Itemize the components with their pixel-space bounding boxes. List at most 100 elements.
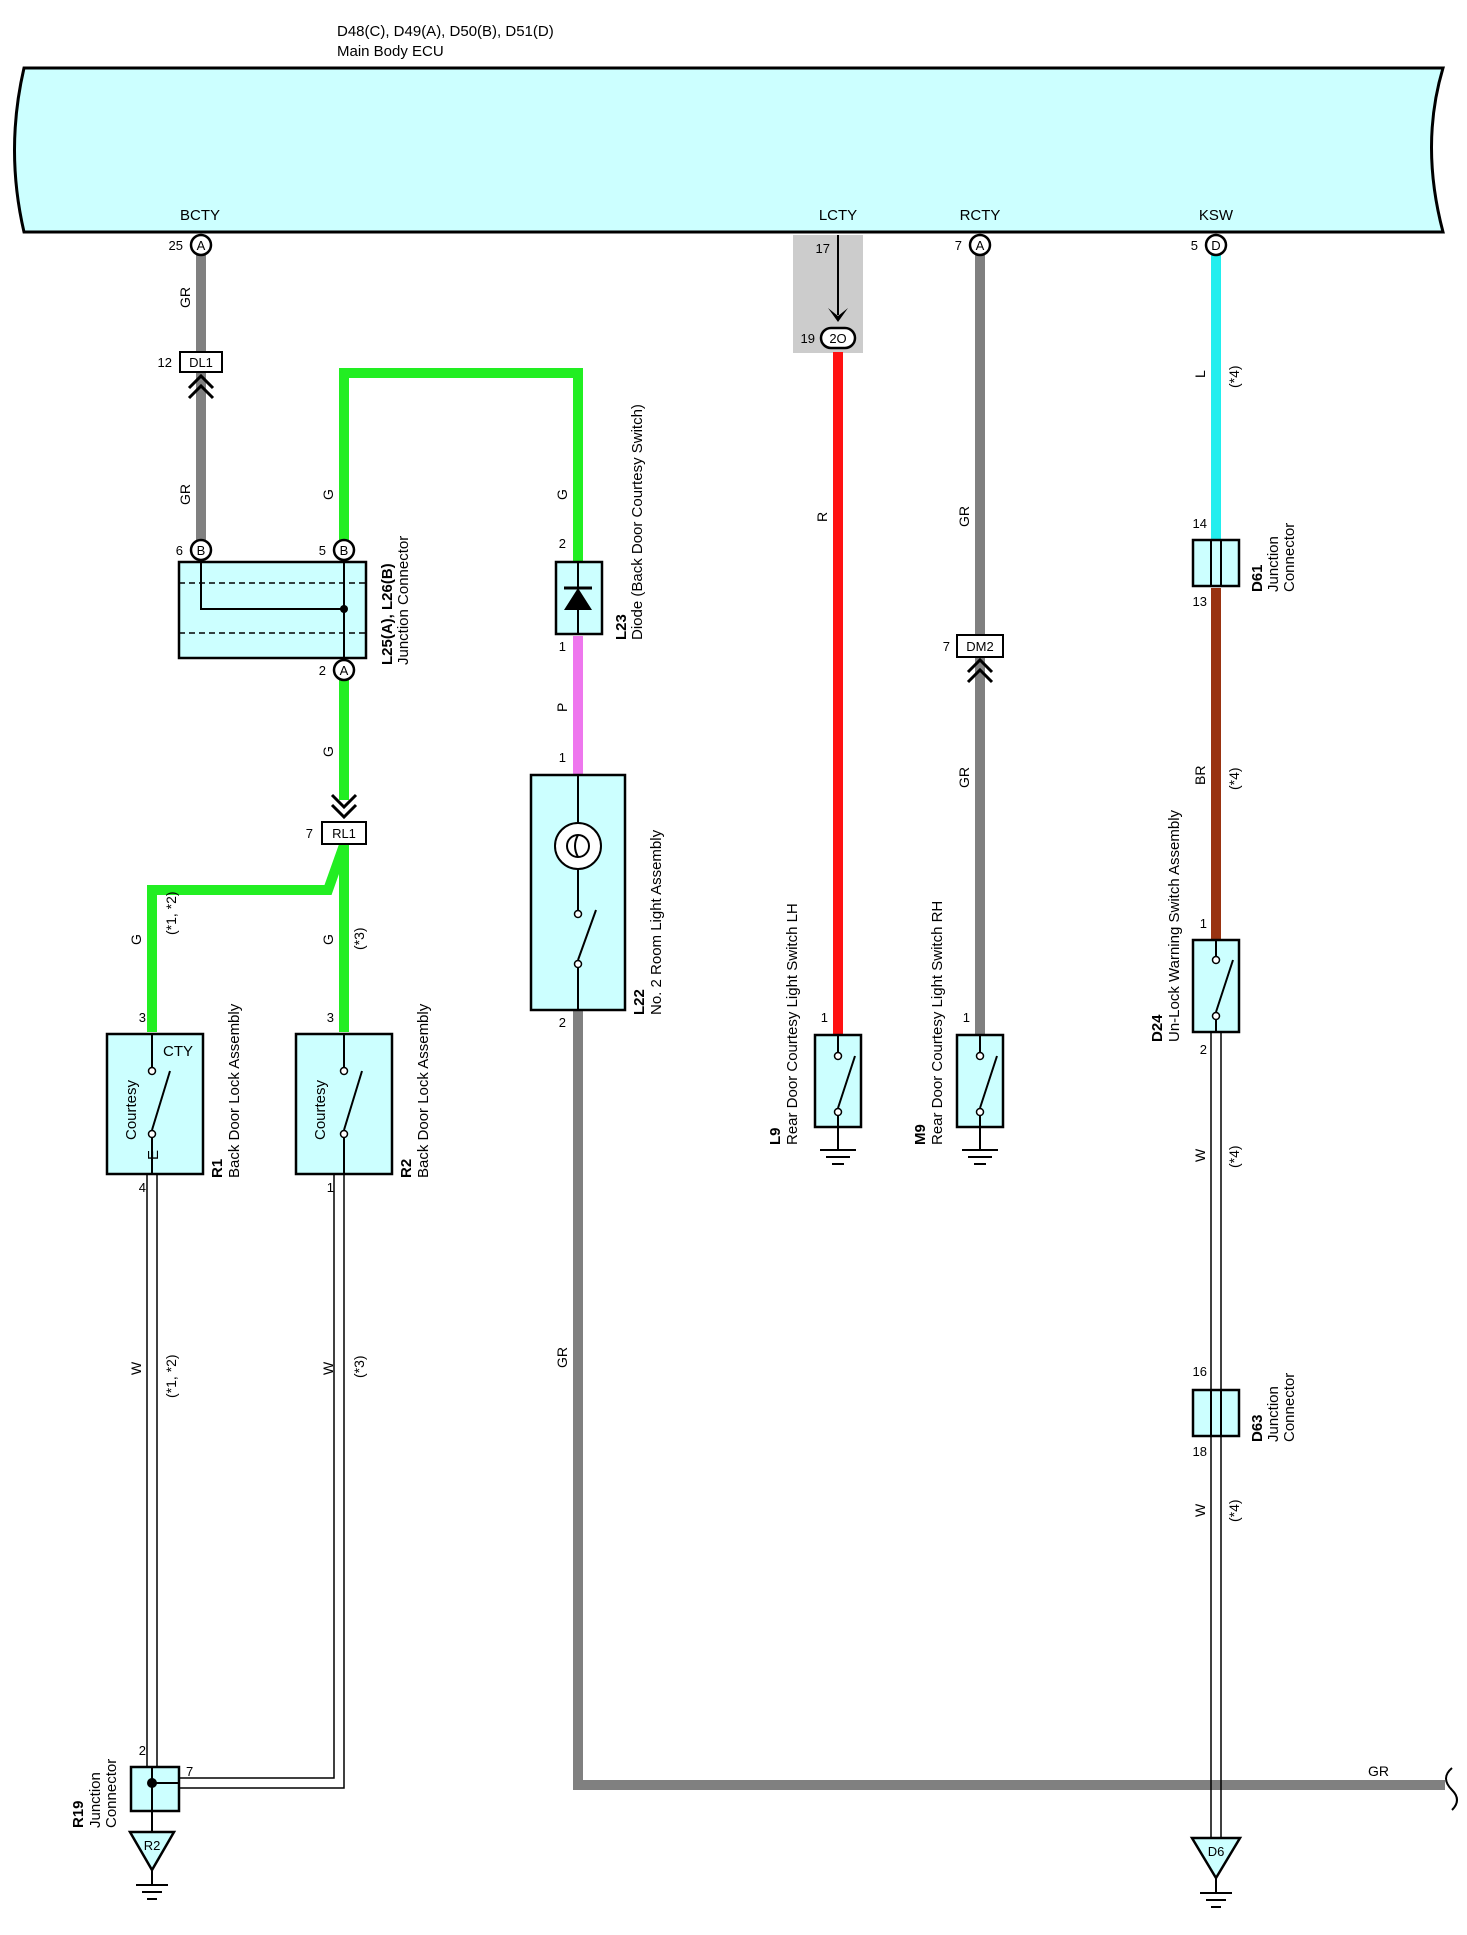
svg-text:3: 3 <box>327 1010 334 1025</box>
svg-text:Junction: Junction <box>1265 536 1282 592</box>
svg-text:2: 2 <box>559 1015 566 1030</box>
svg-text:Junction: Junction <box>1265 1386 1282 1442</box>
label-note-12-a: (*1, *2) <box>163 891 179 935</box>
lock-r2: 3 Courtesy 1 R2 Back Door Lock Assembly <box>294 1003 432 1195</box>
label-r: R <box>814 512 830 522</box>
switch-l9: 1 L9 Rear Door Courtesy Light Switch LH <box>767 903 863 1165</box>
label-br: BR <box>1192 766 1208 785</box>
ecu-connectors-label: D48(C), D49(A), D50(B), D51(D) <box>337 23 554 40</box>
svg-text:Connector: Connector <box>1281 1373 1298 1442</box>
connector-dl1: DL1 12 <box>158 351 223 400</box>
svg-text:3: 3 <box>139 1010 146 1025</box>
svg-text:B: B <box>197 543 206 558</box>
svg-text:4: 4 <box>139 1180 146 1195</box>
main-body-ecu-box <box>13 66 1446 234</box>
diode-l23-name: Diode (Back Door Courtesy Switch) <box>629 404 646 640</box>
label-note-3-a: (*3) <box>351 927 367 950</box>
svg-text:7: 7 <box>306 826 313 841</box>
svg-text:Connector: Connector <box>103 1759 120 1828</box>
lock-r1-id: R1 <box>209 1159 226 1178</box>
junction-l25-id: L25(A), L26(B) <box>379 563 396 665</box>
label-g-3: G <box>320 746 336 757</box>
label-w-3: W <box>128 1361 144 1375</box>
ground-r2: R2 <box>127 1830 177 1900</box>
room-light-l22-name: No. 2 Room Light Assembly <box>648 829 665 1015</box>
svg-text:5: 5 <box>1191 238 1198 253</box>
switch-m9: 1 M9 Rear Door Courtesy Light Switch RH <box>912 901 1005 1165</box>
svg-text:Courtesy: Courtesy <box>312 1079 329 1140</box>
svg-text:7: 7 <box>955 238 962 253</box>
switch-d24-id: D24 <box>1149 1014 1166 1042</box>
switch-d24: 1 2 D24 Un-Lock Warning Switch Assembly <box>1149 809 1241 1057</box>
junction-d63-id: D63 <box>1249 1414 1266 1442</box>
svg-text:RL1: RL1 <box>332 826 356 841</box>
wire-gr-bottom <box>573 1010 1445 1790</box>
label-g-5: G <box>320 934 336 945</box>
switch-l9-name: Rear Door Courtesy Light Switch LH <box>784 903 801 1145</box>
label-gr-6: GR <box>1368 1763 1389 1779</box>
label-g-2: G <box>554 489 570 500</box>
svg-text:Junction: Junction <box>87 1772 104 1828</box>
svg-text:7: 7 <box>943 639 950 654</box>
label-l: L <box>1192 370 1208 378</box>
terminal-rcty-label: RCTY <box>960 207 1001 224</box>
wire-labels: GR GR G G G G (*1, *2) G (*3) P R GR GR … <box>128 287 1389 1779</box>
svg-text:1: 1 <box>559 750 566 765</box>
switch-d24-name: Un-Lock Warning Switch Assembly <box>1166 809 1183 1042</box>
switch-m9-name: Rear Door Courtesy Light Switch RH <box>929 901 946 1145</box>
label-note-4-c: (*4) <box>1226 1145 1242 1168</box>
ecu-pin-bcty: A 25 <box>169 233 213 257</box>
svg-text:12: 12 <box>158 355 172 370</box>
ecu-pin-lcty: 17 <box>816 241 848 322</box>
svg-text:13: 13 <box>1193 594 1207 609</box>
svg-text:2: 2 <box>139 1743 146 1758</box>
wire-w-r2 <box>179 1175 345 1789</box>
svg-text:25: 25 <box>169 238 183 253</box>
svg-text:DL1: DL1 <box>189 355 213 370</box>
diode-l23-id: L23 <box>613 614 630 640</box>
label-note-3-b: (*3) <box>351 1355 367 1378</box>
switch-m9-id: M9 <box>912 1124 929 1145</box>
svg-text:7: 7 <box>186 1764 193 1779</box>
junction-l25: B 6 B 5 A 2 L25(A), L26(B) Junction Conn… <box>176 536 412 682</box>
wire-continuation-mark <box>1445 1767 1458 1811</box>
junction-l25-name: Junction Connector <box>395 536 412 665</box>
junction-d63: 16 18 D63 Junction Connector <box>1191 1364 1298 1459</box>
label-p: P <box>554 703 570 712</box>
lock-r1-name: Back Door Lock Assembly <box>226 1003 243 1178</box>
svg-text:2: 2 <box>319 663 326 678</box>
svg-text:1: 1 <box>1200 916 1207 931</box>
junction-r19-id: R19 <box>70 1800 87 1828</box>
switch-l9-id: L9 <box>767 1127 784 1145</box>
svg-text:1: 1 <box>963 1010 970 1025</box>
ecu-pin-rcty: A 7 <box>955 233 992 257</box>
svg-text:Connector: Connector <box>1281 523 1298 592</box>
room-light-l22: 1 2 L22 No. 2 Room Light Assembly <box>529 750 665 1030</box>
svg-text:5: 5 <box>319 543 326 558</box>
svg-text:2O: 2O <box>829 331 846 346</box>
terminal-ksw-label: KSW <box>1199 207 1234 224</box>
label-w-4: W <box>320 1361 336 1375</box>
label-gr-4: GR <box>956 767 972 788</box>
label-note-4-d: (*4) <box>1226 1499 1242 1522</box>
terminal-lcty-label: LCTY <box>819 207 857 224</box>
terminal-bcty-label: BCTY <box>180 207 220 224</box>
ground-d6: D6 <box>1189 1836 1243 1908</box>
junction-r19: 2 7 R19 Junction Connector <box>70 1743 193 1832</box>
label-note-12-b: (*1, *2) <box>163 1354 179 1398</box>
svg-text:B: B <box>340 543 349 558</box>
wire-g-r1 <box>147 843 349 1032</box>
wire-w-r1 <box>146 1175 158 1767</box>
room-light-l22-id: L22 <box>631 989 648 1015</box>
svg-text:DM2: DM2 <box>966 639 993 654</box>
svg-text:A: A <box>197 238 206 253</box>
svg-text:D: D <box>1211 238 1220 253</box>
svg-text:14: 14 <box>1193 516 1207 531</box>
label-w-2: W <box>1192 1503 1208 1517</box>
svg-text:D6: D6 <box>1208 1844 1225 1859</box>
svg-text:19: 19 <box>801 331 815 346</box>
svg-text:R2: R2 <box>144 1838 161 1853</box>
svg-text:A: A <box>340 663 349 678</box>
svg-text:16: 16 <box>1193 1364 1207 1379</box>
svg-text:A: A <box>976 238 985 253</box>
